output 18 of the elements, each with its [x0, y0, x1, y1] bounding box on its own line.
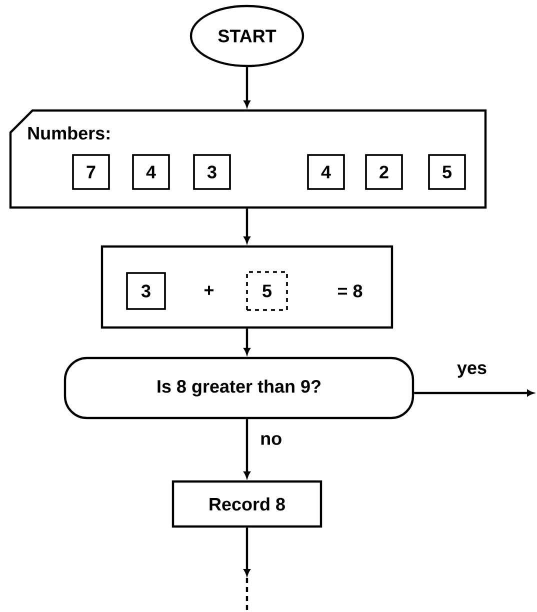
number-box: 4: [307, 154, 345, 190]
edge-label: yes: [456, 363, 488, 379]
arrow: [244, 419, 250, 478]
number-box: 3: [193, 154, 231, 190]
edge-label: no: [259, 434, 284, 446]
arrow: [414, 390, 534, 396]
number-box: 5: [428, 154, 466, 190]
arrow: [244, 208, 250, 244]
number-box: 3: [126, 272, 166, 310]
arrow: [244, 328, 250, 355]
number-box: 4: [132, 154, 170, 190]
number-box: 5: [246, 271, 288, 311]
terminal-oval: START: [190, 4, 304, 68]
process-box: Record 8: [172, 480, 322, 528]
number-box: 2: [365, 154, 403, 190]
arrow: [244, 528, 250, 576]
arrow: [244, 67, 250, 108]
number-box: 7: [72, 154, 110, 190]
